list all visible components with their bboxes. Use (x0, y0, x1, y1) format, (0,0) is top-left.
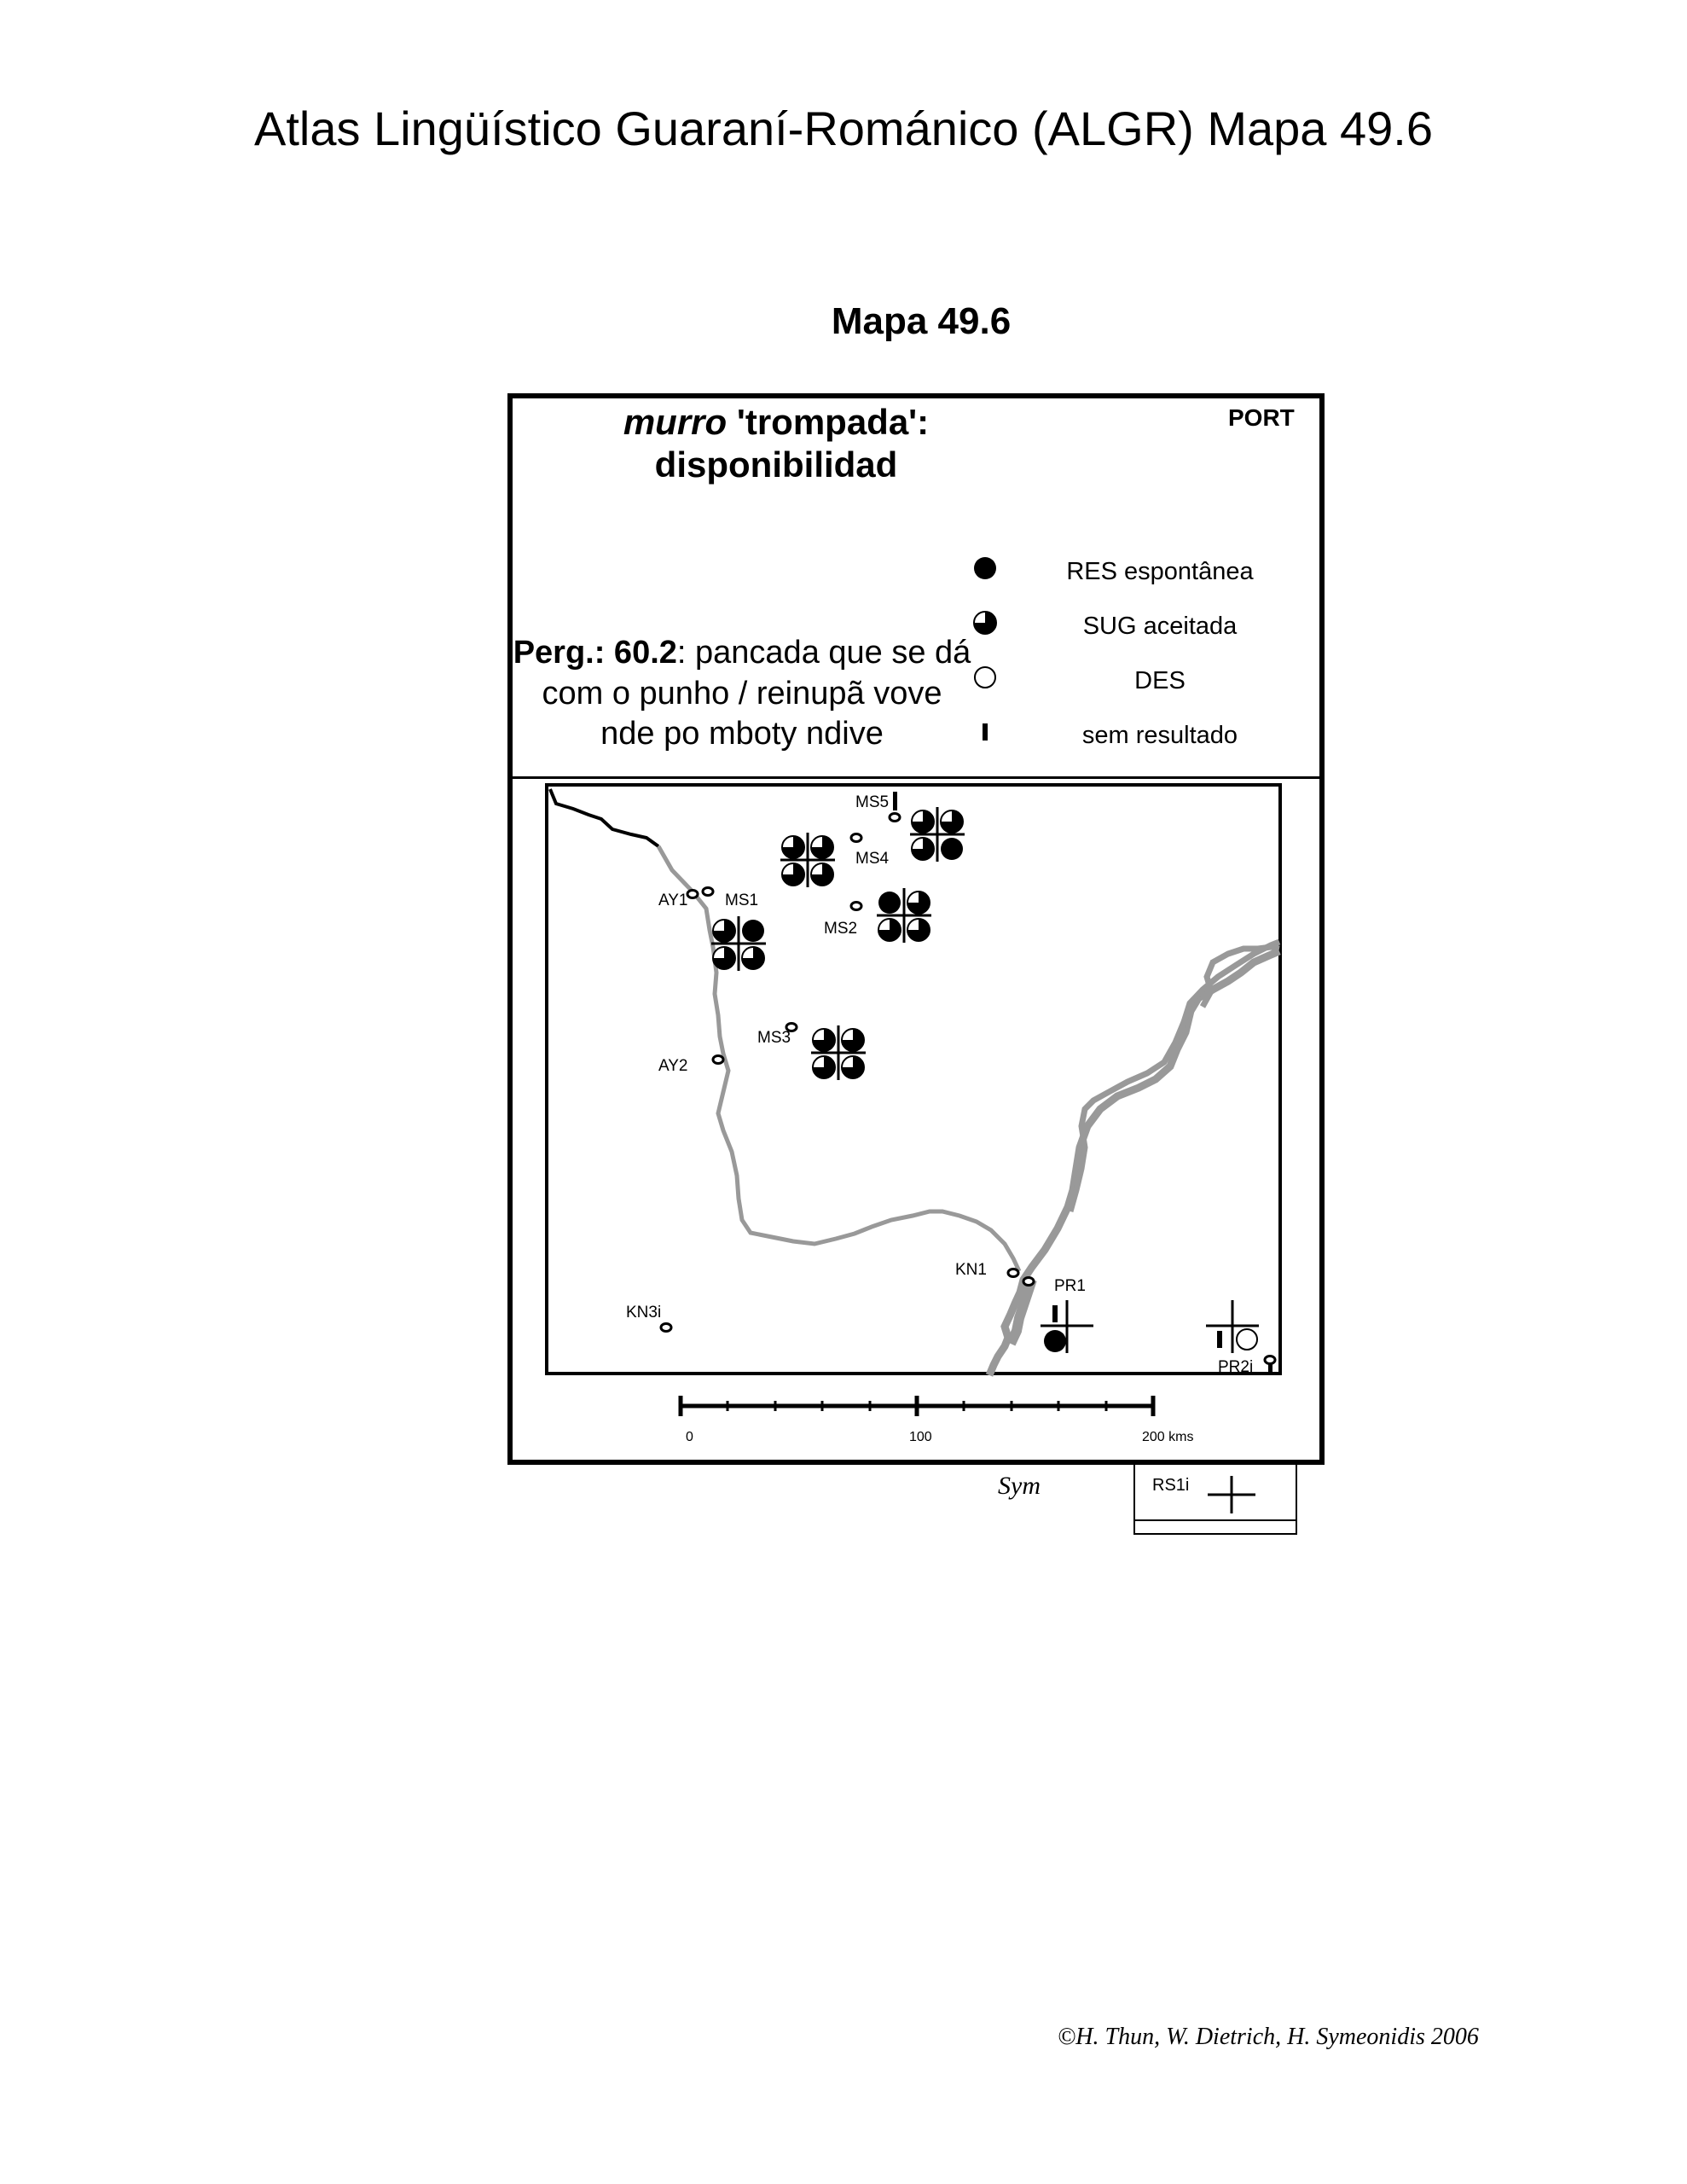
location-ms4: MS4 (849, 833, 890, 868)
location-label: MS5 (855, 793, 889, 811)
location-ay2: AY2 (658, 1054, 725, 1075)
response-cluster-pr1 (1041, 1300, 1093, 1353)
location-label: MS4 (855, 850, 890, 868)
location-label: KN3i (626, 1304, 661, 1321)
location-kn3i: KN3i (626, 1304, 673, 1333)
legend-label-res: RES espontânea (1066, 558, 1254, 585)
legend-label-sug: SUG aceitada (1082, 613, 1238, 640)
rs1i-cross-icon (1208, 1476, 1255, 1513)
sym-box-label: RS1i (1152, 1476, 1190, 1495)
response-cluster-ms2 (877, 888, 931, 943)
river-branch (1067, 938, 1281, 1212)
location-ay1: AY1 (658, 889, 699, 909)
response-cluster-ms5 (910, 807, 965, 862)
location-label: AY1 (658, 892, 688, 909)
filled-circle-icon (974, 557, 996, 579)
location-pr2i: PR2i (1218, 1355, 1277, 1376)
response-cluster-ms4 (780, 833, 835, 887)
river-channel (1199, 944, 1280, 1008)
sym-box (1133, 1463, 1297, 1535)
empty-circle-icon (974, 666, 996, 688)
three-quarter-circle-icon (973, 611, 997, 635)
border-black (548, 788, 660, 848)
sym-label: Sym (998, 1472, 1041, 1500)
scale-label-100: 100 (909, 1430, 932, 1444)
location-ms1: MS1 (701, 886, 758, 909)
map-title-gloss: 'trompada': (727, 402, 930, 442)
question-label: Perg.: 60.2 (513, 635, 677, 671)
legend-label-des: DES (1134, 667, 1186, 694)
location-label: AY2 (658, 1057, 688, 1075)
location-kn1: KN1 (955, 1261, 1020, 1279)
page-title: Atlas Lingüístico Guaraní-Románico (ALGR… (254, 102, 1433, 155)
response-cluster-pr2i (1206, 1300, 1259, 1353)
location-ms5: MS5 (855, 792, 901, 822)
question-body: : pancada que se dá com o punho / reinup… (542, 635, 971, 752)
copyright: ©H. Thun, W. Dietrich, H. Symeonidis 200… (1058, 2024, 1479, 2050)
scale-label-200: 200 kms (1142, 1430, 1193, 1444)
location-label: PR2i (1218, 1358, 1253, 1376)
location-label: PR1 (1054, 1277, 1086, 1295)
legend-label-sem: sem resultado (1081, 722, 1238, 749)
boundary-line (656, 845, 1022, 1273)
location-label: MS2 (824, 920, 857, 938)
map-heading: Mapa 49.6 (831, 300, 1012, 342)
location-ms2: MS2 (824, 901, 863, 938)
bar-icon (983, 723, 988, 741)
region-code: PORT (1228, 404, 1295, 431)
sym-box-divider (1133, 1519, 1297, 1521)
legend-divider (513, 776, 1319, 779)
map-area (545, 783, 1282, 1375)
river (985, 947, 1281, 1377)
map-title-line2: disponibilidad (654, 444, 898, 485)
location-label: KN1 (955, 1261, 987, 1279)
location-label: MS1 (725, 892, 758, 909)
response-cluster-ms1 (711, 916, 766, 971)
scale-label-0: 0 (686, 1430, 693, 1444)
location-label: MS3 (757, 1029, 791, 1047)
response-cluster-ms3 (811, 1025, 866, 1080)
map-title: murro 'trompada': disponibilidad (512, 401, 1041, 487)
river-lower (1006, 1278, 1037, 1346)
location-pr1: PR1 (1022, 1276, 1086, 1295)
map-title-word: murro (623, 402, 728, 442)
question-text: Perg.: 60.2: pancada que se dá com o pun… (512, 633, 972, 755)
location-ms3: MS3 (757, 1022, 798, 1047)
